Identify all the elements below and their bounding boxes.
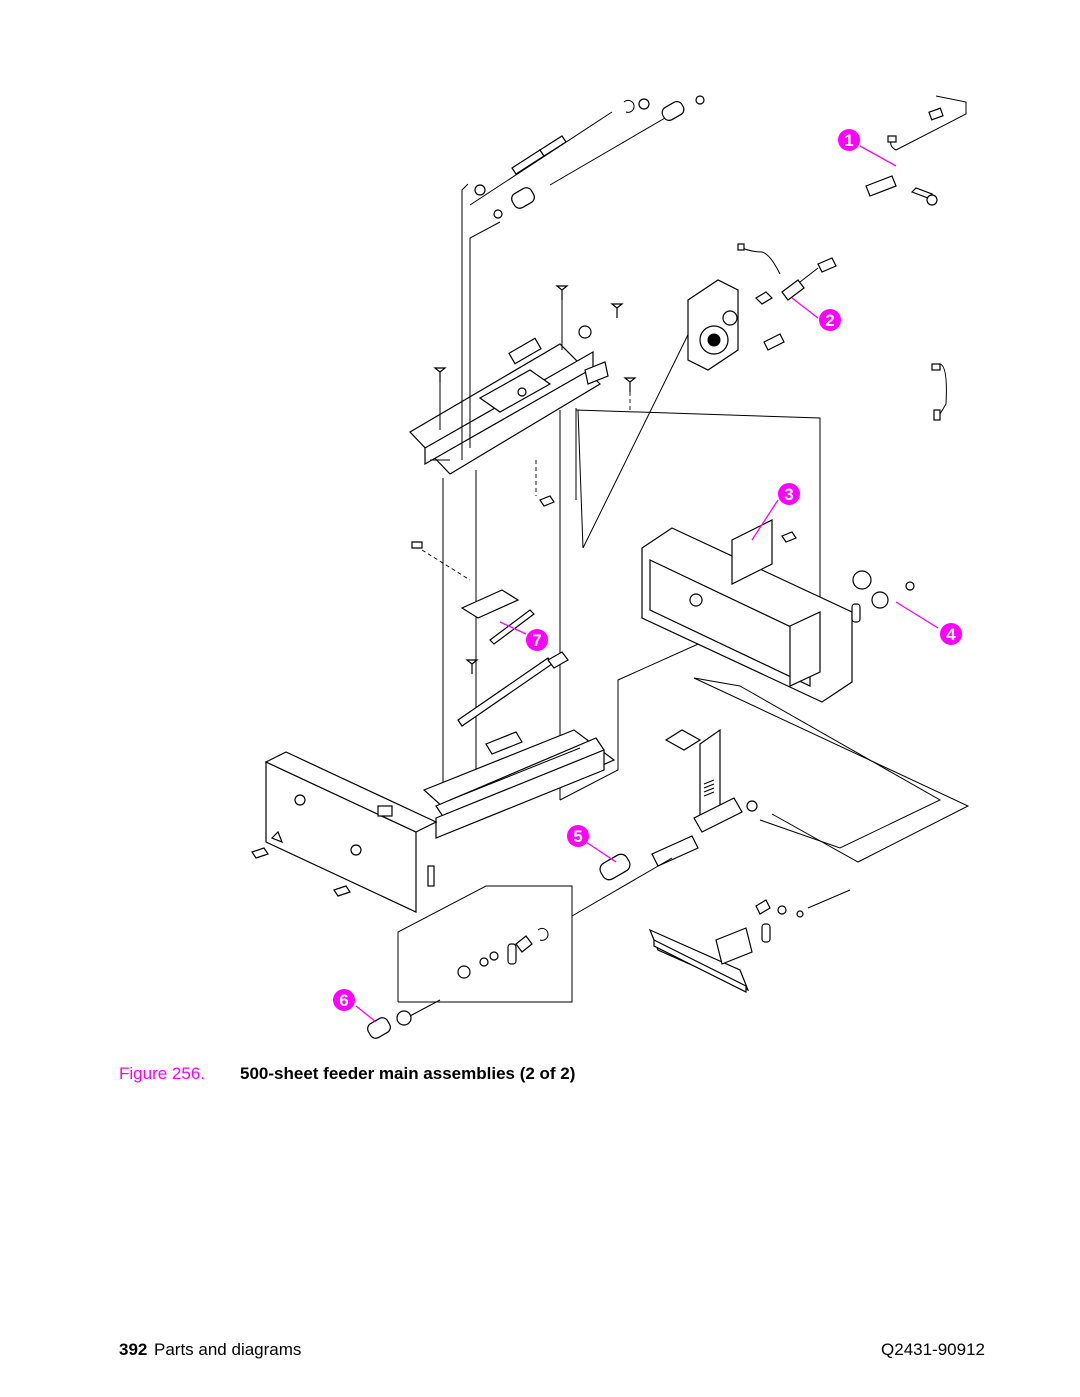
upper-roller-shafts (469, 95, 705, 219)
assembly-outline (693, 677, 970, 863)
svg-text:4: 4 (946, 625, 956, 644)
svg-text:3: 3 (784, 485, 793, 504)
paper-pickup-frame (422, 651, 616, 839)
svg-text:7: 7 (532, 631, 541, 650)
svg-text:6: 6 (339, 991, 348, 1010)
cable-assembly (865, 95, 967, 421)
figure-title: 500-sheet feeder main assemblies (2 of 2… (240, 1064, 576, 1083)
tray-guide-assembly (648, 889, 851, 993)
gear-drive-assembly (687, 243, 837, 371)
svg-text:5: 5 (573, 827, 582, 846)
lift-arm-assembly (651, 728, 758, 867)
page-number: 392 (119, 1340, 148, 1359)
assembly-guide-lines (442, 183, 821, 801)
upper-frame-plate (409, 285, 637, 475)
document-id: Q2431-90912 (881, 1340, 985, 1359)
callout-2: 2 (819, 309, 841, 331)
callout-6: 6 (333, 989, 355, 1011)
svg-text:2: 2 (825, 311, 834, 330)
section-title: Parts and diagrams (154, 1340, 302, 1359)
callout-1: 1 (838, 129, 860, 151)
figure-caption: Figure 256. 500-sheet feeder main assemb… (0, 1064, 1080, 1088)
callout-7: 7 (526, 629, 548, 651)
callout-4: 4 (940, 623, 962, 645)
callout-3: 3 (778, 483, 800, 505)
callout-5: 5 (567, 825, 589, 847)
figure-label: Figure 256. (119, 1064, 205, 1083)
side-frame-assembly (641, 519, 915, 703)
svg-text:1: 1 (844, 131, 853, 150)
left-side-frame (251, 751, 438, 913)
exploded-parts-diagram: 1 2 3 4 5 6 7 (251, 95, 970, 1039)
page-footer: 392 Parts and diagrams Q2431-90912 (0, 1340, 1080, 1364)
